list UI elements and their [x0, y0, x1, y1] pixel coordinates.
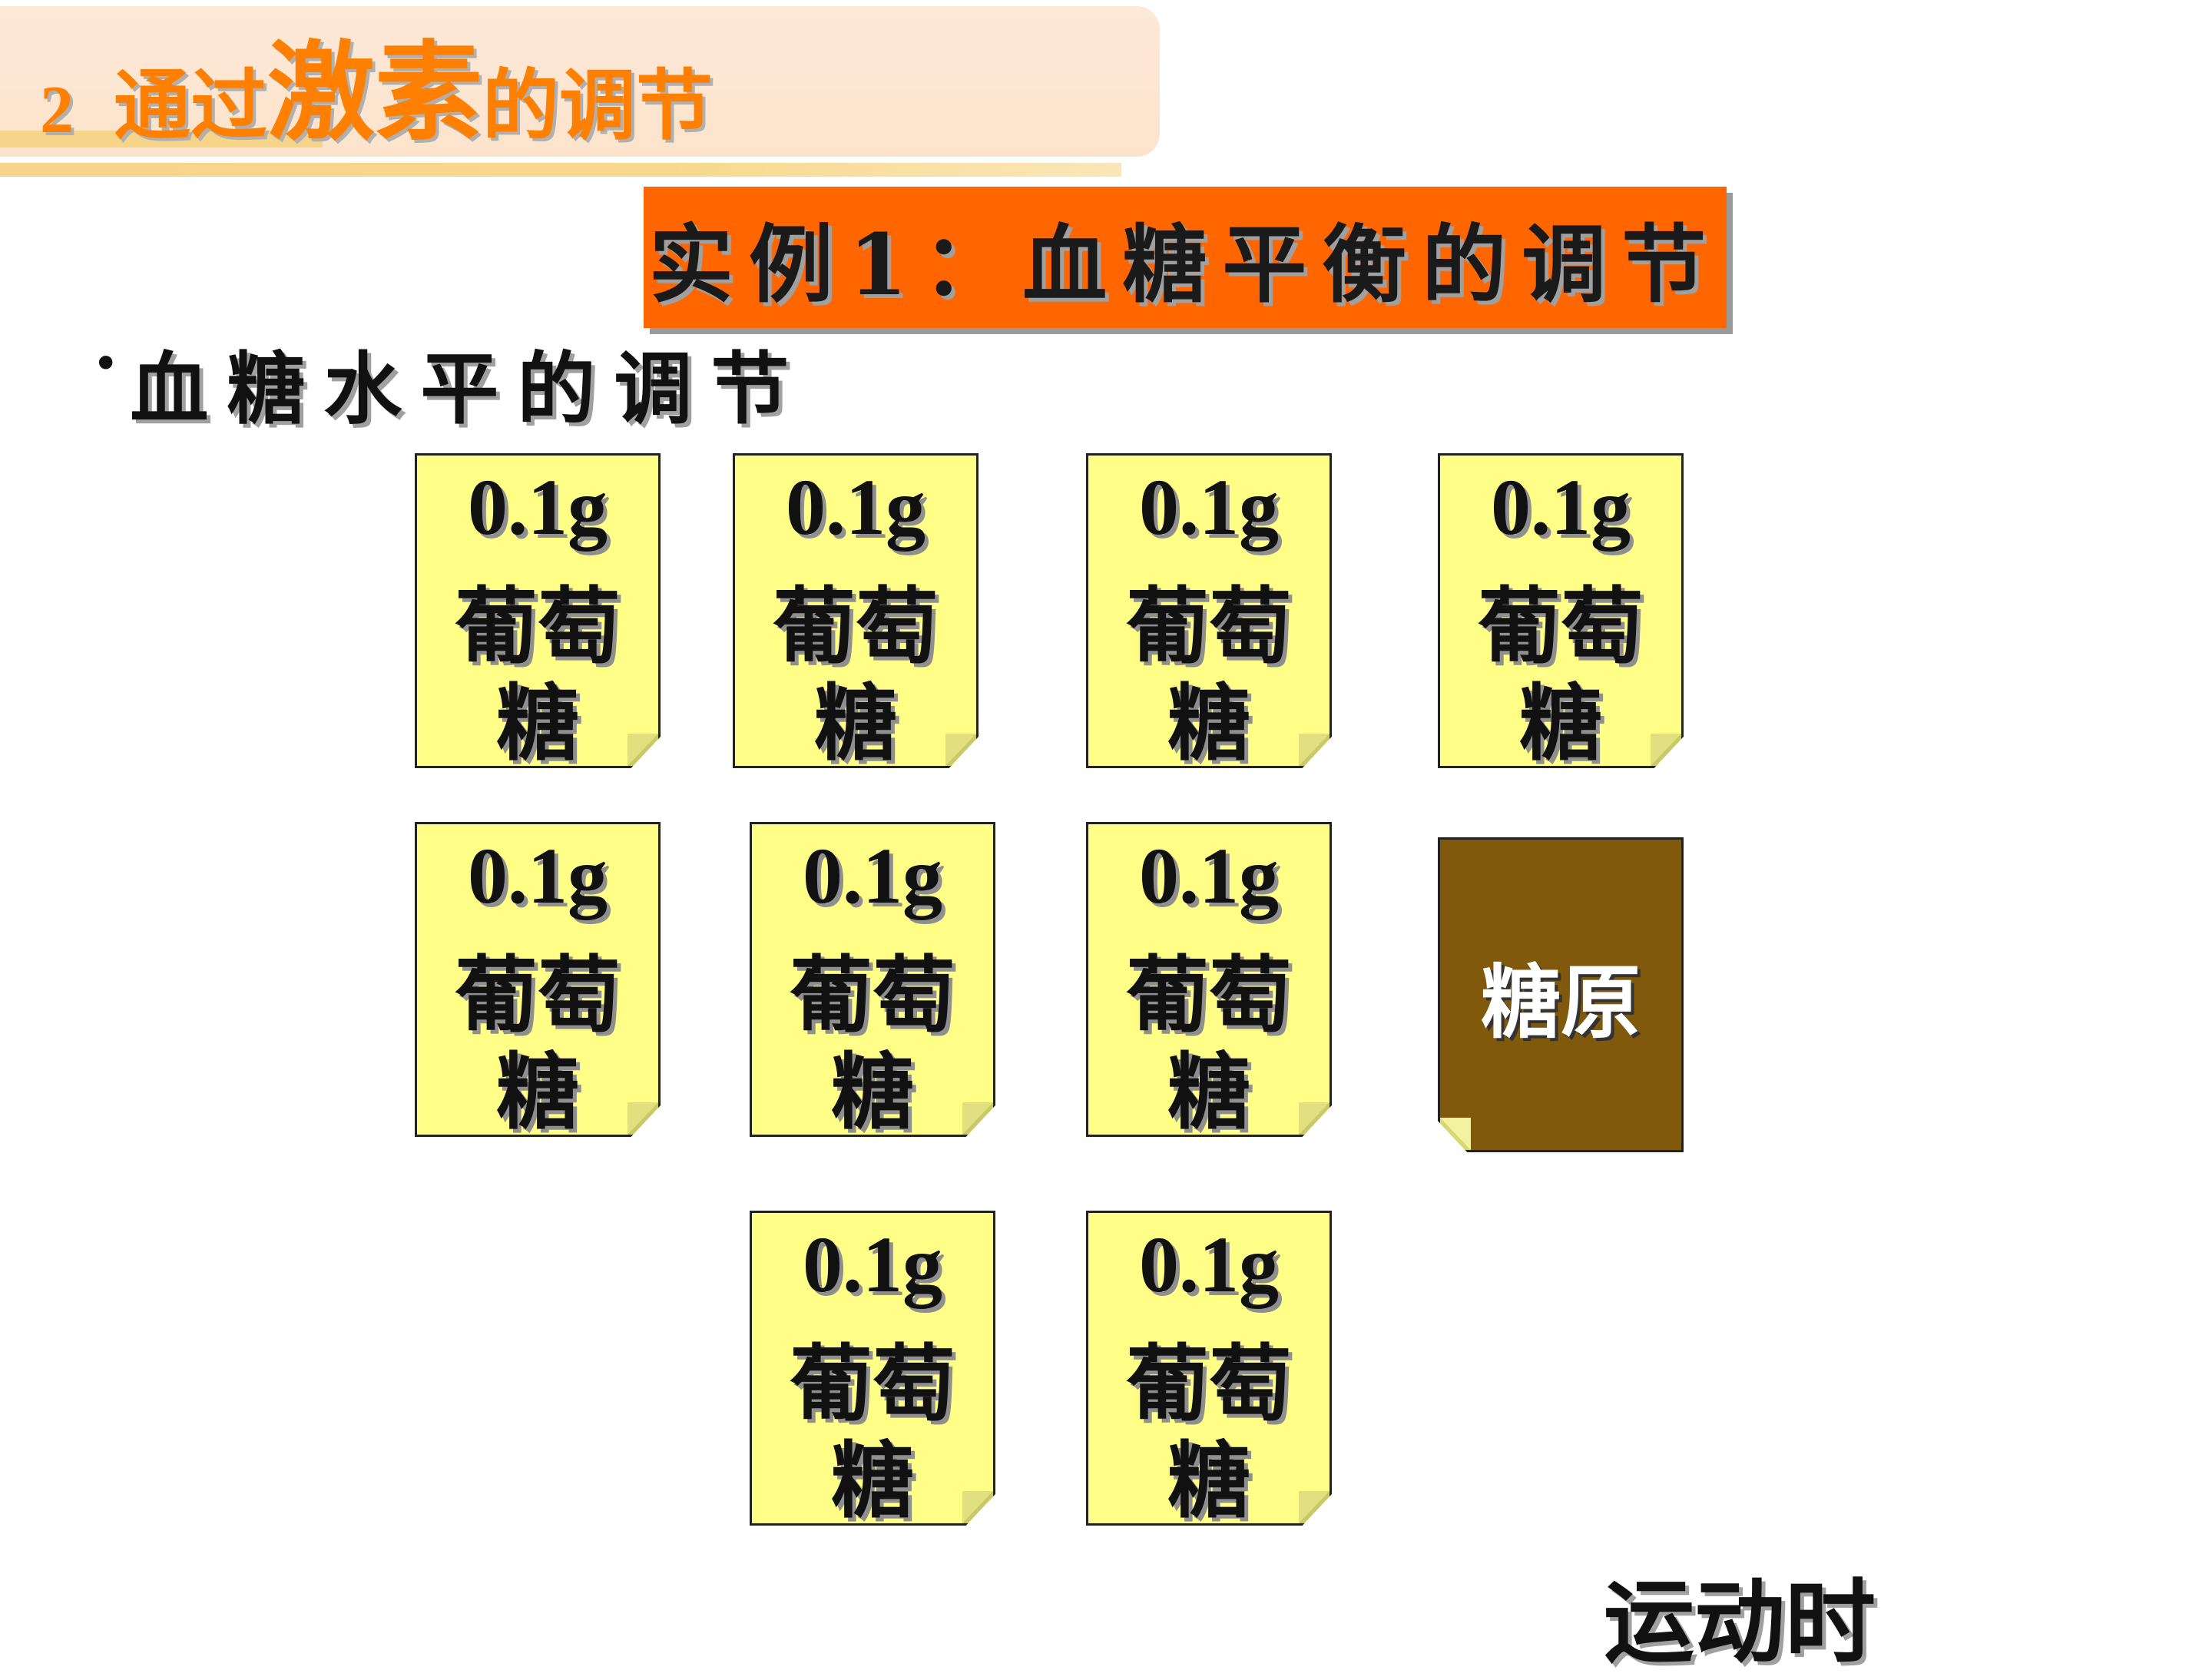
page-fold-icon — [628, 1102, 658, 1135]
glucose-card: 0.1g 葡萄 糖 — [1086, 1211, 1332, 1526]
example-heading: 实例1：血糖平衡的调节 — [648, 215, 1722, 314]
glucose-name-line2: 糖 — [495, 675, 579, 772]
glucose-amount: 0.1g — [803, 1221, 942, 1309]
glucose-name-line1: 葡萄 — [1125, 947, 1292, 1044]
glucose-card: 0.1g 葡萄 糖 — [1438, 453, 1684, 768]
glucose-name-line1: 葡萄 — [789, 1336, 955, 1433]
glucose-amount: 0.1g — [1139, 832, 1279, 920]
glucose-amount: 0.1g — [1139, 463, 1279, 552]
page-fold-icon — [962, 1102, 993, 1135]
glycogen-label: 糖原 — [1480, 954, 1641, 1049]
section-number: 2 — [40, 73, 74, 147]
exercise-caption: 运动时 — [1604, 1569, 1876, 1675]
section-title-suffix: 的调节 — [482, 61, 714, 151]
glucose-amount: 0.1g — [1139, 1221, 1279, 1309]
glucose-card: 0.1g 葡萄 糖 — [415, 822, 661, 1137]
glycogen-card: 糖原 — [1438, 837, 1684, 1152]
page-fold-icon — [945, 734, 976, 766]
glucose-card: 0.1g 葡萄 糖 — [733, 453, 979, 768]
example-heading-box: 实例1：血糖平衡的调节 — [644, 187, 1727, 328]
glucose-card: 0.1g 葡萄 糖 — [750, 1211, 995, 1526]
glucose-amount: 0.1g — [786, 463, 926, 552]
glucose-card: 0.1g 葡萄 糖 — [415, 453, 661, 768]
page-fold-icon — [1299, 1491, 1330, 1523]
page-fold-icon — [1299, 1102, 1330, 1135]
glucose-name-line1: 葡萄 — [454, 947, 621, 1044]
page-fold-icon — [1651, 734, 1681, 766]
glucose-name-line2: 糖 — [813, 675, 897, 772]
glucose-name-line1: 葡萄 — [772, 578, 939, 675]
glucose-name-line1: 葡萄 — [1125, 578, 1292, 675]
glucose-card: 0.1g 葡萄 糖 — [1086, 453, 1332, 768]
glucose-name-line1: 葡萄 — [454, 578, 621, 675]
glucose-name-line2: 糖 — [1167, 1044, 1250, 1141]
glucose-name-line1: 葡萄 — [1125, 1336, 1292, 1433]
glucose-amount: 0.1g — [803, 832, 942, 920]
glucose-name-line1: 葡萄 — [1477, 578, 1644, 675]
glucose-card: 0.1g 葡萄 糖 — [1086, 822, 1332, 1137]
glucose-name-line2: 糖 — [1518, 675, 1602, 772]
glucose-name-line1: 葡萄 — [789, 947, 955, 1044]
glucose-name-line2: 糖 — [1167, 1433, 1250, 1529]
bullet-dot-icon: • — [92, 337, 120, 391]
glucose-amount: 0.1g — [468, 832, 608, 920]
page-fold-icon — [962, 1491, 993, 1523]
page-fold-icon — [628, 734, 658, 766]
glucose-name-line2: 糖 — [1167, 675, 1250, 772]
glucose-card: 0.1g 葡萄 糖 — [750, 822, 995, 1137]
glucose-name-line2: 糖 — [495, 1044, 579, 1141]
bullet-text: 血糖水平的调节 — [130, 343, 808, 436]
header-underline-accent — [0, 131, 323, 147]
glucose-amount: 0.1g — [1491, 463, 1631, 552]
glucose-name-line2: 糖 — [830, 1044, 914, 1141]
glucose-amount: 0.1g — [468, 463, 608, 552]
section-title-prefix: 通过 — [114, 61, 267, 151]
glucose-name-line2: 糖 — [830, 1433, 914, 1529]
section-title-emphasis: 激素 — [267, 31, 483, 156]
bullet-point: • 血糖水平的调节 — [92, 336, 807, 436]
section-title: 2 通过 激素 的调节 — [40, 22, 714, 156]
page-fold-icon — [1440, 1118, 1471, 1150]
header-underline — [0, 163, 1121, 177]
page-fold-icon — [1299, 734, 1330, 766]
